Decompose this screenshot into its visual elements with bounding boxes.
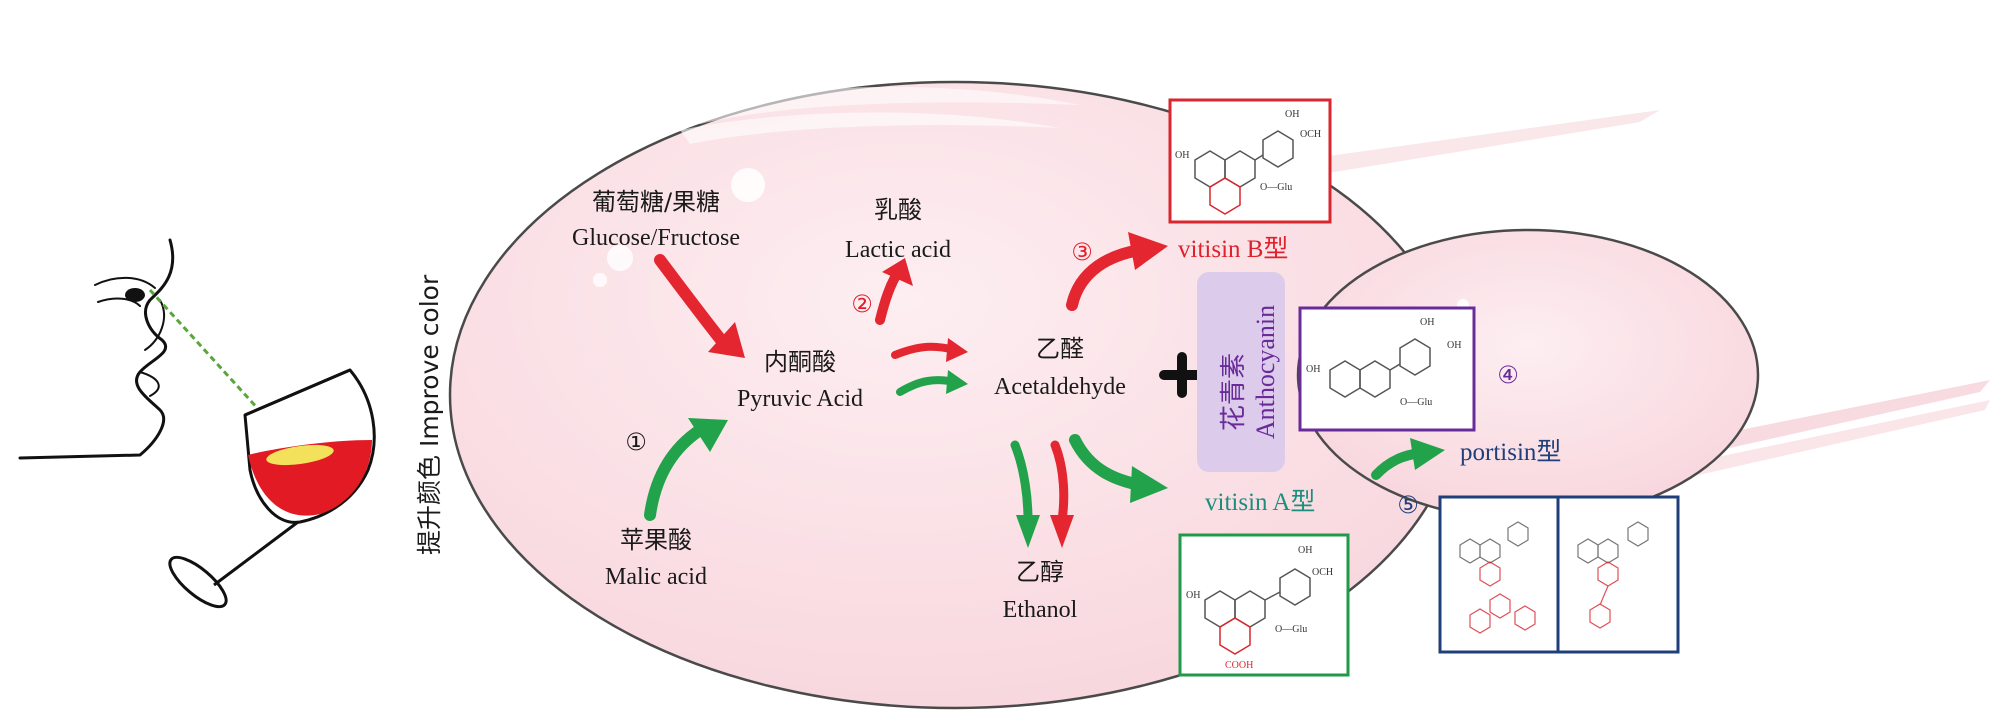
side-label: 提升颜色 Improve color	[415, 274, 444, 555]
anthocyanin-oglu: O—Glu	[1400, 397, 1432, 408]
ethanol-zh: 乙醇	[1016, 558, 1064, 586]
arrow-glucose-pyruvic	[654, 254, 731, 351]
ethanol-en: Ethanol	[1003, 597, 1078, 623]
arrowhead-acetaldehyde-vitisina	[1130, 466, 1168, 503]
vitisin-b-oh-left: OH	[1175, 150, 1189, 161]
anthocyanin-oh-left: OH	[1306, 364, 1320, 375]
step-5: ⑤	[1397, 491, 1419, 519]
step-2: ②	[851, 290, 873, 318]
portisin-structure-1	[1438, 495, 1560, 654]
portisin-structure-2	[1556, 495, 1680, 654]
arrow-malic-pyruvic	[644, 424, 706, 521]
gloss-streaks	[680, 86, 1080, 144]
vitisin-b-och: OCH	[1300, 129, 1321, 140]
acetaldehyde-zh: 乙醛	[1036, 335, 1084, 363]
arrowhead-acetaldehyde-vitisinb	[1128, 232, 1168, 270]
vitisin-a-label: vitisin A型	[1205, 488, 1315, 516]
arrowhead-acetaldehyde-ethanol-red	[1050, 515, 1074, 548]
arrowhead-pyruvic-acetaldehyde-green	[946, 370, 968, 394]
anthocyanin-en: Anthocyanin	[1251, 305, 1280, 439]
glucose-zh: 葡萄糖/果糖	[592, 188, 720, 216]
anthocyanin-label: 花青素 Anthocyanin	[1219, 305, 1280, 439]
portisin-label: portisin型	[1460, 438, 1561, 466]
lactic-en: Lactic acid	[845, 237, 951, 263]
arrow-acetaldehyde-ethanol-red	[1050, 440, 1069, 525]
node-acetaldehyde: 乙醛 Acetaldehyde	[994, 335, 1126, 400]
bubbles	[593, 168, 1469, 311]
pyruvic-zh: 内酮酸	[764, 348, 836, 376]
vitisin-a-oglu: O—Glu	[1275, 624, 1307, 635]
face-illustration	[18, 238, 175, 460]
glucose-en: Glucose/Fructose	[572, 225, 740, 251]
arrowhead-malic-pyruvic	[688, 418, 728, 452]
arrowhead-glucose-pyruvic	[708, 322, 745, 358]
vitisin-b-label: vitisin B型	[1178, 235, 1288, 263]
malic-zh: 苹果酸	[620, 526, 692, 554]
anthocyanin-oh-top: OH	[1420, 317, 1434, 328]
arrowhead-pyruvic-lactic	[882, 258, 913, 286]
step-4: ④	[1497, 361, 1519, 389]
vitisin-a-oh-left: OH	[1186, 590, 1200, 601]
vitisin-a-och: OCH	[1312, 567, 1333, 578]
node-glucose: 葡萄糖/果糖 Glucose/Fructose	[572, 188, 740, 251]
step-3: ③	[1071, 238, 1093, 266]
vitisin-b-oglu: O—Glu	[1260, 182, 1292, 193]
arrowhead-pyruvic-acetaldehyde-red	[946, 338, 968, 362]
arrow-acetaldehyde-ethanol-green	[1010, 440, 1033, 525]
anthocyanin-structure: OH OH OH O—Glu	[1298, 306, 1476, 432]
vitisin-b-oh-top: OH	[1285, 109, 1299, 120]
anthocyanin-oh-right: OH	[1447, 340, 1461, 351]
anthocyanin-zh: 花青素	[1219, 353, 1249, 431]
arrow-acetaldehyde-vitisinb	[1066, 244, 1146, 311]
node-pyruvic: 内酮酸 Pyruvic Acid	[737, 348, 863, 412]
eye-icon	[125, 288, 145, 302]
node-malic: 苹果酸 Malic acid	[605, 526, 707, 590]
pyruvic-en: Pyruvic Acid	[737, 386, 863, 412]
malic-en: Malic acid	[605, 564, 707, 590]
vitisin-a-oh-top: OH	[1298, 545, 1312, 556]
arrows	[644, 232, 1445, 548]
node-ethanol: 乙醇 Ethanol	[1003, 558, 1078, 623]
plus-icon	[1159, 352, 1205, 398]
acetaldehyde-en: Acetaldehyde	[994, 374, 1126, 400]
step-1: ①	[625, 428, 647, 456]
arrowhead-acetaldehyde-ethanol-green	[1016, 515, 1040, 548]
arrowhead-vitisina-portisin	[1410, 438, 1445, 470]
vitisin-a-cooh: COOH	[1225, 660, 1253, 671]
lactic-zh: 乳酸	[874, 196, 922, 224]
anthocyanin-highlight	[1197, 272, 1285, 472]
node-lactic: 乳酸 Lactic acid	[845, 196, 951, 263]
vitisin-a-structure: OH OCH OH O—Glu COOH	[1178, 533, 1350, 677]
vitisin-b-structure: OH OCH OH O—Glu	[1168, 98, 1332, 224]
wine-glass-icon	[168, 368, 376, 609]
